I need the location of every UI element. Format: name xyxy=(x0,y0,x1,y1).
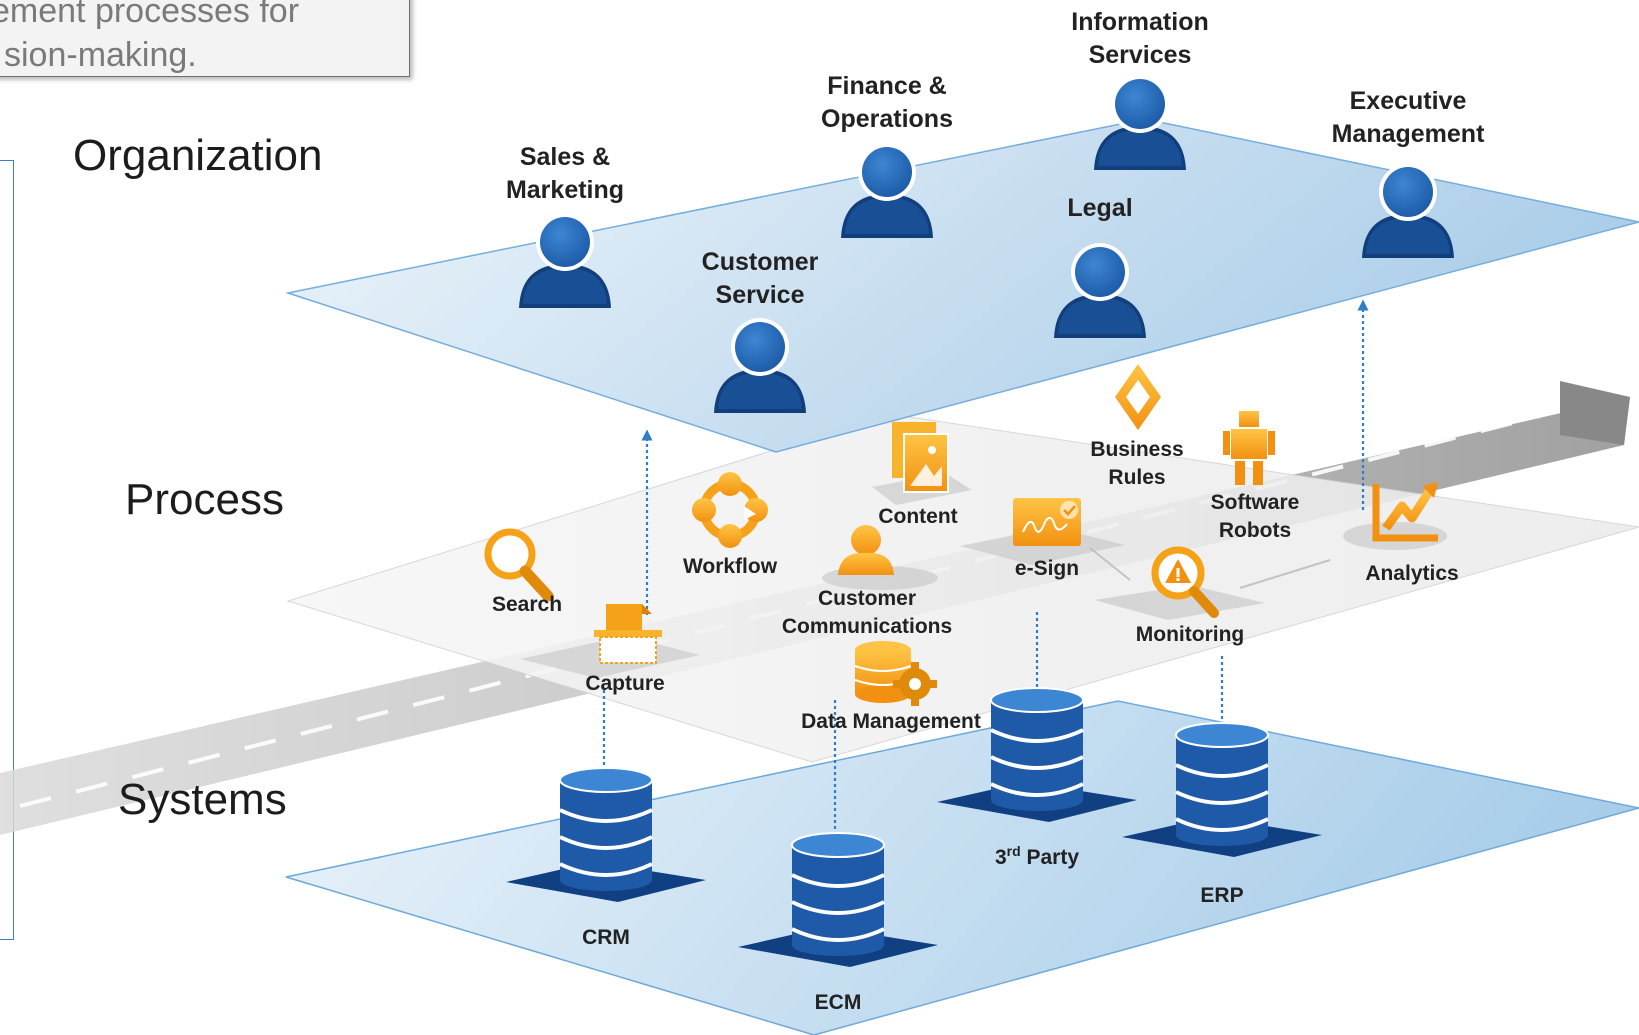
process-label-analytics: Analytics xyxy=(1365,562,1459,585)
role-label-legal: Legal xyxy=(1067,194,1133,222)
robot-icon xyxy=(1223,411,1275,485)
search-icon xyxy=(484,528,554,602)
scanner-icon xyxy=(594,604,662,664)
user-icon-information-services xyxy=(1094,75,1186,170)
layer-title-organization: Organization xyxy=(73,131,323,180)
systems-plane xyxy=(285,700,1639,1035)
process-label-workflow: Workflow xyxy=(682,555,778,578)
database-icon-crm xyxy=(506,767,706,902)
user-icon-legal xyxy=(1054,243,1146,338)
person-icon xyxy=(838,525,894,575)
caption-line-2: sion-making. xyxy=(4,36,197,74)
workflow-icon xyxy=(692,472,768,548)
database-icon-ecm xyxy=(738,832,938,967)
chart-icon xyxy=(1372,482,1438,542)
process-label-data-management: Data Management xyxy=(801,710,981,733)
organization-plane xyxy=(285,118,1639,453)
signature-icon xyxy=(1013,498,1081,546)
caption-box: ement processes for sion-making. xyxy=(0,0,410,77)
documents-icon xyxy=(892,422,949,493)
user-icon-finance-operations xyxy=(841,143,933,238)
process-label-e-sign: e-Sign xyxy=(1014,557,1080,580)
database-gear-icon xyxy=(854,641,937,706)
alert-magnifier-icon xyxy=(1151,546,1219,618)
layer-title-systems: Systems xyxy=(118,775,287,824)
user-icon-customer-service xyxy=(714,318,806,413)
database-icon-3rd-party xyxy=(937,687,1137,822)
process-label-monitoring: Monitoring xyxy=(1135,623,1245,646)
process-label-search: Search xyxy=(491,593,563,616)
system-label-ecm: ECM xyxy=(814,991,862,1014)
diamond-icon xyxy=(1115,364,1161,430)
user-icon-executive-management xyxy=(1362,163,1454,258)
process-label-content: Content xyxy=(878,505,958,528)
process-plane xyxy=(286,413,1639,763)
database-icon-erp xyxy=(1122,722,1322,857)
role-label-finance-operations: Finance &Operations xyxy=(821,72,953,133)
process-label-capture: Capture xyxy=(585,672,665,695)
system-label-crm: CRM xyxy=(582,926,630,949)
system-label-3rd-party: 3rd Party xyxy=(994,843,1080,869)
layer-title-process: Process xyxy=(125,475,284,524)
user-icon-sales-marketing xyxy=(519,213,611,308)
role-label-sales-marketing: Sales &Marketing xyxy=(505,143,625,204)
caption-line-1: ement processes for xyxy=(0,0,300,30)
left-panel-border xyxy=(0,160,14,940)
system-label-erp: ERP xyxy=(1200,884,1244,907)
